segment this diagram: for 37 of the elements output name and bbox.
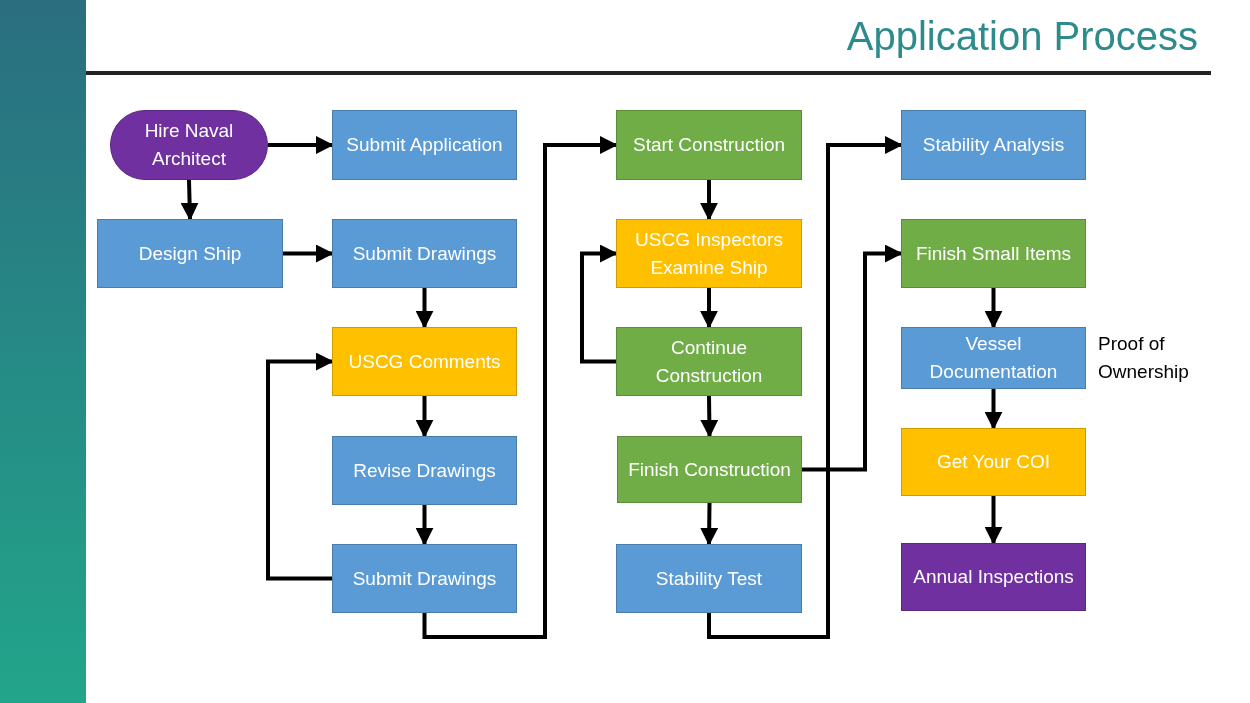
process-box: Submit Application [332, 110, 517, 180]
arrow [707, 136, 903, 639]
arrow [700, 180, 718, 221]
slide-title: Application Process [846, 14, 1198, 59]
arrow [802, 244, 903, 472]
arrow [984, 389, 1003, 430]
arrow [700, 288, 718, 329]
arrow [415, 396, 434, 438]
arrow [415, 288, 434, 329]
process-box: Revise Drawings [332, 436, 517, 505]
arrow [283, 244, 334, 263]
construction-box: Finish Small Items [901, 219, 1086, 288]
construction-box: Finish Construction [617, 436, 802, 503]
arrow [422, 136, 618, 639]
review-box: Get Your COI [901, 428, 1086, 496]
rounded-start-box: Hire Naval Architect [110, 110, 268, 180]
process-box: Submit Drawings [332, 544, 517, 613]
side-note: Proof of Ownership [1098, 332, 1190, 384]
process-box: Submit Drawings [332, 219, 517, 288]
process-box: Vessel Documentation [901, 327, 1086, 389]
process-box: Stability Analysis [901, 110, 1086, 180]
milestone-box: Annual Inspections [901, 543, 1086, 611]
process-box: Stability Test [616, 544, 802, 613]
arrow [268, 136, 334, 154]
arrow [180, 179, 199, 221]
arrow [984, 496, 1003, 545]
construction-box: Start Construction [616, 110, 802, 180]
arrow [266, 352, 334, 581]
arrow [984, 288, 1003, 329]
arrow [700, 395, 719, 438]
review-box: USCG Comments [332, 327, 517, 396]
arrow [700, 502, 719, 546]
construction-box: Continue Construction [616, 327, 802, 396]
arrow [580, 244, 618, 364]
process-box: Design Ship [97, 219, 283, 288]
review-box: USCG Inspectors Examine Ship [616, 219, 802, 288]
arrow [415, 505, 434, 546]
